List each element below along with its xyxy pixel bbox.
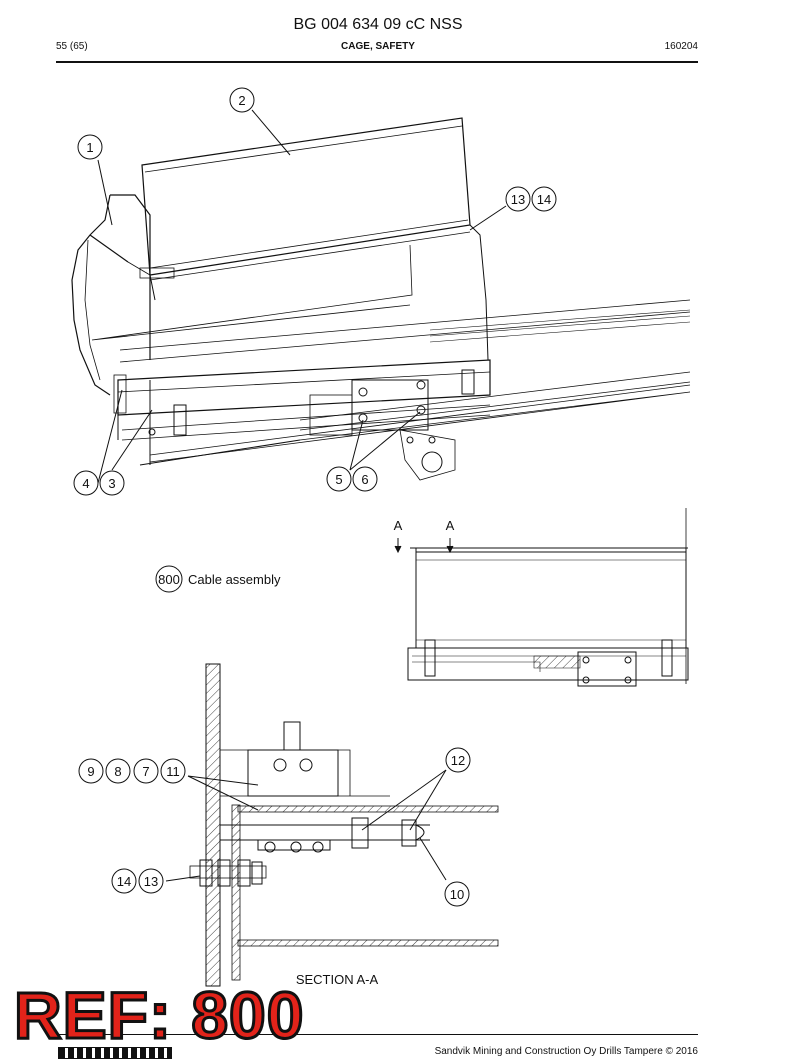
callout-1: 1 [77, 134, 103, 160]
document-title: BG 004 634 09 cC NSS [293, 16, 463, 33]
callout-11: 11 [160, 758, 186, 784]
isometric-cage-view [71, 109, 691, 484]
callout-14: 14 [531, 186, 557, 212]
svg-text:13: 13 [144, 874, 158, 889]
svg-text:7: 7 [142, 764, 149, 779]
svg-text:12: 12 [451, 753, 465, 768]
front-elevation-view [394, 508, 689, 687]
section-a-a-detail [165, 663, 499, 987]
callout-8: 8 [105, 758, 131, 784]
callout-10: 10 [444, 881, 470, 907]
callout-14-section: 14 [111, 868, 137, 894]
callout-2: 2 [229, 87, 255, 113]
svg-text:14: 14 [117, 874, 131, 889]
svg-text:6: 6 [361, 472, 368, 487]
cable-assembly-label: Cable assembly [188, 572, 281, 587]
callout-7: 7 [133, 758, 159, 784]
svg-text:5: 5 [335, 472, 342, 487]
section-marker-right: A [446, 518, 455, 533]
svg-text:10: 10 [450, 887, 464, 902]
svg-text:800: 800 [158, 572, 180, 587]
callout-800: 800 [155, 565, 183, 593]
document-date-code: 160204 [664, 41, 698, 52]
ref-badge: REF: 800 [12, 978, 305, 1052]
svg-text:4: 4 [82, 476, 89, 491]
svg-text:14: 14 [537, 192, 551, 207]
svg-text:11: 11 [166, 764, 180, 779]
svg-text:3: 3 [108, 476, 115, 491]
svg-text:13: 13 [511, 192, 525, 207]
svg-text:1: 1 [86, 140, 93, 155]
svg-text:8: 8 [114, 764, 121, 779]
callout-13: 13 [505, 186, 531, 212]
section-title: CAGE, SAFETY [341, 41, 415, 52]
callout-3: 3 [99, 470, 125, 496]
section-a-a-caption: SECTION A-A [296, 972, 379, 987]
callout-9: 9 [78, 758, 104, 784]
section-marker-left: A [394, 518, 403, 533]
header-rule [56, 61, 698, 63]
callout-12: 12 [445, 747, 471, 773]
callout-4: 4 [73, 470, 99, 496]
callout-5: 5 [326, 466, 352, 492]
page-number: 55 (65) [56, 41, 88, 52]
svg-text:9: 9 [87, 764, 94, 779]
footer-copyright: Sandvik Mining and Construction Oy Drill… [434, 1046, 698, 1057]
callout-6: 6 [352, 466, 378, 492]
callout-13-section: 13 [138, 868, 164, 894]
footer-rule [56, 1034, 698, 1035]
svg-text:2: 2 [238, 93, 245, 108]
